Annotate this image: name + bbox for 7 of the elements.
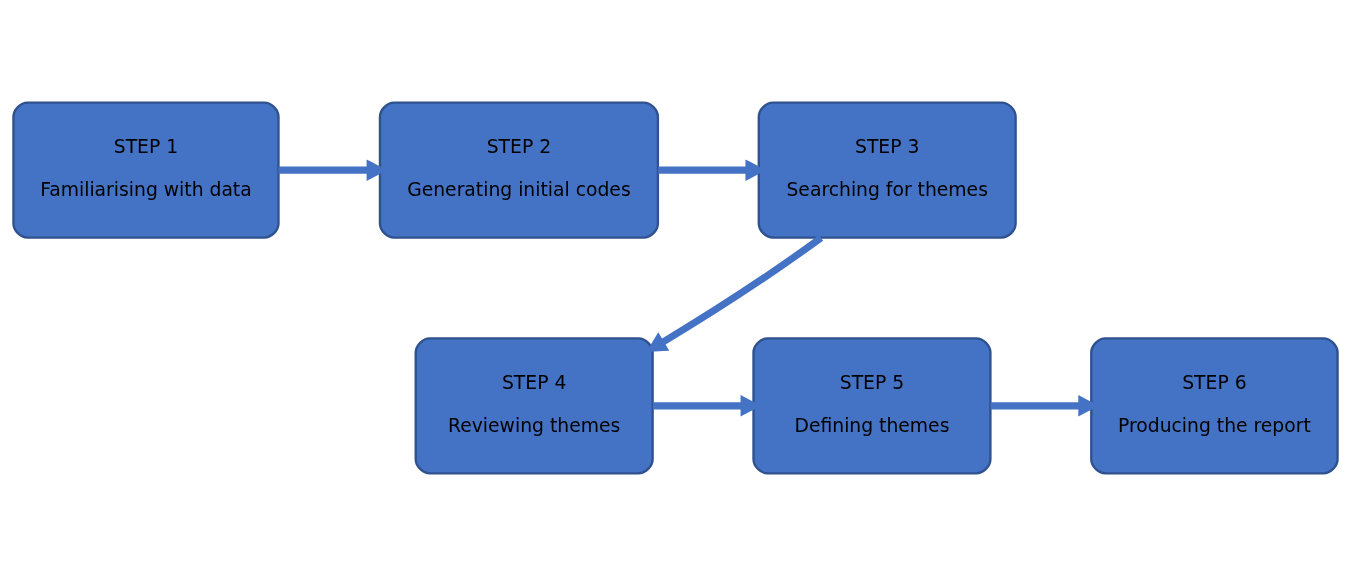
node-box: STEP 1 Familiarising with data (12, 101, 280, 239)
arrow (646, 234, 824, 352)
node-box: STEP 5 Defining themes (752, 336, 992, 474)
node-box: STEP 3 Searching for themes (757, 101, 1017, 239)
node-box: STEP 4 Reviewing themes (414, 336, 654, 474)
node-box: STEP 6 Producing the report (1090, 336, 1339, 474)
node-box: STEP 2 Generating initial codes (378, 101, 660, 239)
